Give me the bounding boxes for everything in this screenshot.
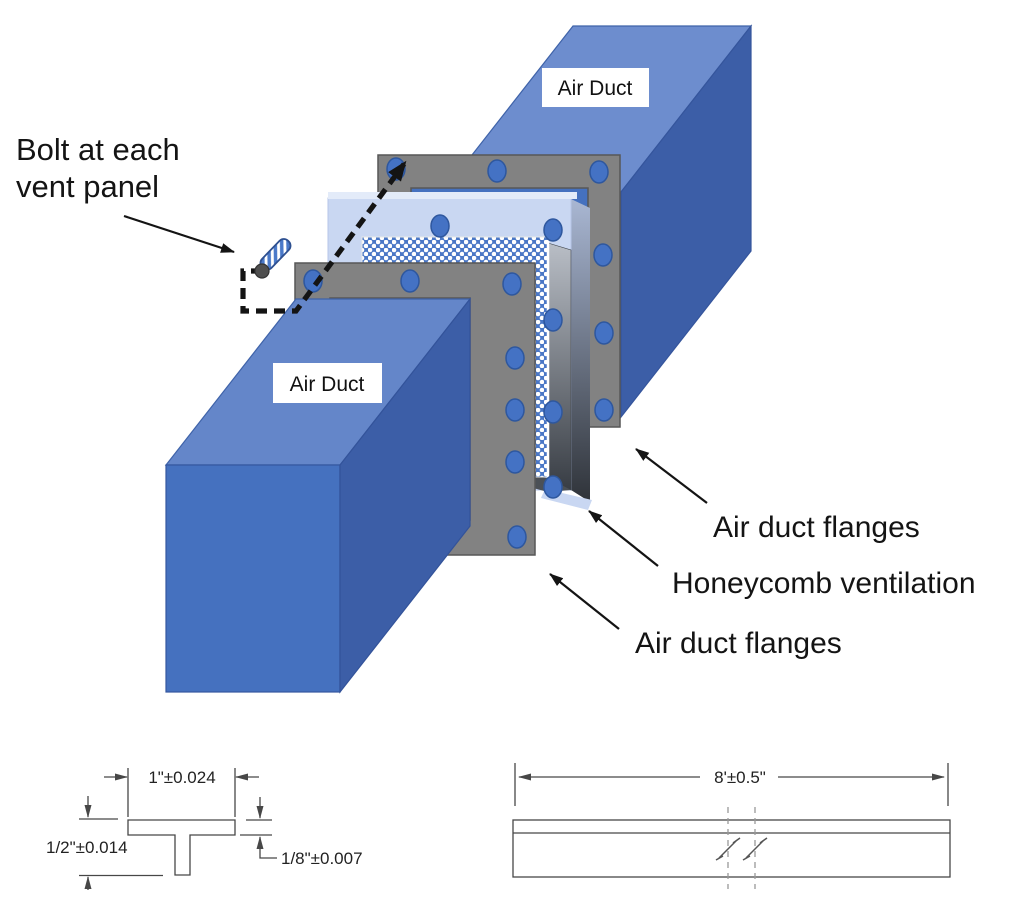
upper-duct-label-text: Air Duct bbox=[558, 77, 633, 100]
rail-length-dim: 8'±0.5" bbox=[714, 768, 766, 787]
break-marks bbox=[715, 807, 768, 889]
t-profile-width-dim: 1"±0.024 bbox=[148, 768, 215, 787]
gasket-panel-side-face bbox=[571, 199, 590, 502]
rail-outline bbox=[512, 819, 951, 878]
callout-arrow-flanges-lower bbox=[549, 573, 620, 630]
bolt-path-dashed-arrow bbox=[240, 160, 407, 314]
upper-duct-side-face bbox=[620, 24, 752, 419]
bolt-note-line2: vent panel bbox=[16, 169, 159, 204]
honeycomb-panel-side-face bbox=[547, 242, 572, 491]
lower-duct-front-face bbox=[165, 464, 341, 693]
callout-arrow-honeycomb bbox=[588, 510, 659, 567]
upper-duct-label: Air Duct bbox=[542, 68, 649, 107]
t-profile-height-dim: 1/2"±0.014 bbox=[46, 838, 128, 857]
t-profile-outline bbox=[127, 819, 236, 876]
bolt-note-line1: Bolt at each bbox=[16, 132, 180, 167]
front-flange bbox=[294, 262, 536, 556]
t-profile-thickness-dim: 1/8"±0.007 bbox=[281, 849, 363, 868]
lower-duct-side-face bbox=[339, 297, 471, 694]
bolt-note-arrow bbox=[123, 214, 235, 254]
bolt-note: Bolt at each vent panel bbox=[16, 132, 235, 254]
t-profile-drawing: 1"±0.024 1/2"±0.014 1/8"±0.007 bbox=[46, 768, 363, 890]
bolt-head bbox=[254, 263, 270, 279]
front-flange-bolt-holes bbox=[303, 269, 527, 549]
bolt-detail bbox=[240, 160, 407, 314]
callouts: Air duct flanges Honeycomb ventilation A… bbox=[549, 448, 976, 660]
callout-honeycomb-text: Honeycomb ventilation bbox=[672, 567, 976, 600]
rail-drawing: 8'±0.5" bbox=[512, 763, 951, 889]
lower-duct-label-text: Air Duct bbox=[290, 373, 365, 396]
callout-flanges-upper-text: Air duct flanges bbox=[713, 511, 920, 544]
gasket-panel-top-edge bbox=[328, 192, 577, 199]
callout-flanges-lower-text: Air duct flanges bbox=[635, 627, 842, 660]
lower-duct-label: Air Duct bbox=[273, 363, 382, 403]
lower-air-duct bbox=[164, 297, 472, 694]
panel-bolt-holes bbox=[430, 214, 563, 499]
callout-arrow-flanges-upper bbox=[635, 448, 708, 504]
